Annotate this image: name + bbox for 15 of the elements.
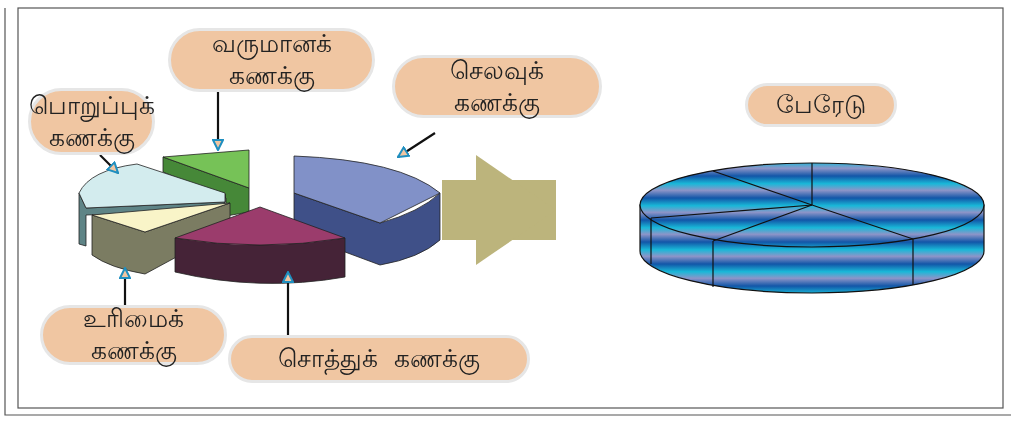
label-bubble: சொத்துக் கணக்கு: [228, 335, 530, 383]
leader-line: [99, 154, 119, 174]
arrow: [442, 155, 556, 265]
label-bubble: உரிமைக் கணக்கு: [40, 305, 227, 365]
pie-slice: [174, 206, 346, 284]
pie-slice: [162, 149, 250, 217]
leader-line: [212, 92, 224, 151]
label-bubble: வருமானக் கணக்கு: [168, 28, 375, 92]
leader-line: [119, 267, 131, 305]
label-bubble: பேரேடு: [745, 83, 897, 127]
leader-line: [282, 271, 294, 335]
leader-line: [397, 132, 436, 158]
label-bubble: பொறுப்புக் கணக்கு: [28, 88, 155, 155]
label-bubble: செலவுக் கணக்கு: [392, 55, 602, 118]
pie-slice: [293, 155, 441, 266]
